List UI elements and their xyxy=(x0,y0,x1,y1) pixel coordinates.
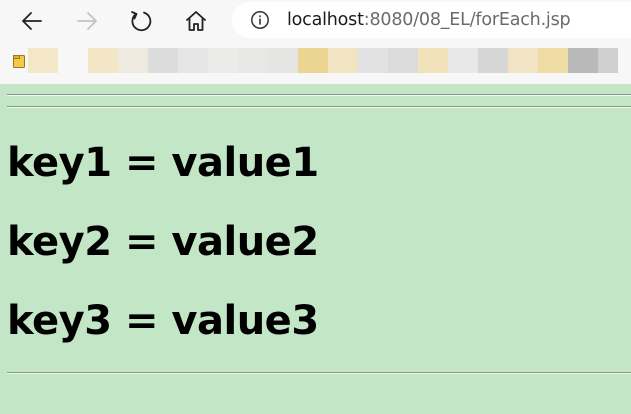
info-icon[interactable] xyxy=(250,10,270,30)
bookmark-item[interactable] xyxy=(298,48,328,73)
bookmark-item[interactable] xyxy=(328,48,358,73)
bookmark-item[interactable] xyxy=(538,48,568,73)
bookmark-item[interactable] xyxy=(598,48,618,73)
back-button[interactable] xyxy=(17,6,47,36)
horizontal-rule xyxy=(7,372,631,374)
bookmark-item[interactable] xyxy=(88,48,118,73)
address-bar[interactable]: localhost:8080/08_EL/forEach.jsp xyxy=(232,2,631,38)
bookmark-item[interactable] xyxy=(448,48,478,73)
home-icon xyxy=(186,11,206,31)
bookmark-item[interactable] xyxy=(478,48,508,73)
forward-button[interactable] xyxy=(72,6,102,36)
browser-toolbar: localhost:8080/08_EL/forEach.jsp xyxy=(0,0,631,42)
bookmark-item[interactable] xyxy=(418,48,448,73)
bookmark-item[interactable] xyxy=(148,48,178,73)
forward-arrow-icon xyxy=(77,12,97,30)
bookmark-item[interactable] xyxy=(118,48,148,73)
page-content: key1 = value1 key2 = value2 key3 = value… xyxy=(0,84,631,414)
bookmark-item[interactable] xyxy=(238,48,268,73)
refresh-icon xyxy=(131,11,152,32)
url-text[interactable]: localhost:8080/08_EL/forEach.jsp xyxy=(287,9,571,31)
home-button[interactable] xyxy=(181,6,211,36)
bookmark-item[interactable] xyxy=(268,48,298,73)
folder-icon[interactable] xyxy=(13,54,26,68)
bookmark-item[interactable] xyxy=(208,48,238,73)
bookmark-item[interactable] xyxy=(568,48,598,73)
map-entry: key2 = value2 xyxy=(7,219,319,265)
map-entry: key1 = value1 xyxy=(7,140,319,186)
bookmark-item[interactable] xyxy=(508,48,538,73)
browser-chrome: localhost:8080/08_EL/forEach.jsp xyxy=(0,0,631,84)
bookmarks-bar xyxy=(0,44,631,84)
url-host: localhost xyxy=(287,10,364,30)
map-entry: key3 = value3 xyxy=(7,298,319,344)
bookmark-item[interactable] xyxy=(28,48,58,73)
bookmark-item[interactable] xyxy=(358,48,388,73)
horizontal-rule xyxy=(7,94,631,96)
bookmark-item[interactable] xyxy=(388,48,418,73)
back-arrow-icon xyxy=(22,12,42,30)
refresh-button[interactable] xyxy=(126,6,156,36)
url-path: :8080/08_EL/forEach.jsp xyxy=(363,10,571,30)
horizontal-rule xyxy=(7,106,631,108)
bookmark-item[interactable] xyxy=(178,48,208,73)
